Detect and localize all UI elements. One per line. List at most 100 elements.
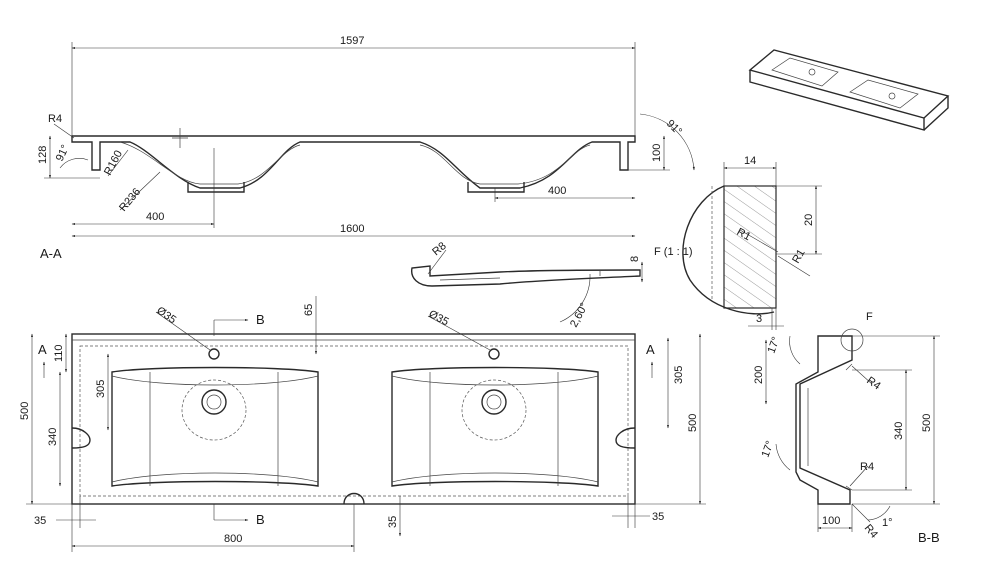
section-b-top-label: B — [256, 312, 265, 327]
label-section-aa: A-A — [40, 246, 62, 261]
section-a-right-label: A — [646, 342, 655, 357]
dim-r4-a: R4 — [864, 375, 882, 393]
dim-35-left: 35 — [34, 515, 46, 527]
dim-r8: R8 — [430, 240, 448, 258]
dim-340: 340 — [47, 428, 59, 446]
section-bb-inner — [807, 363, 853, 491]
iso-side-face — [923, 96, 949, 131]
section-aa-centerline — [172, 128, 188, 148]
dim-r4-top: R4 — [48, 113, 62, 125]
dim-305-left: 305 — [95, 380, 107, 398]
isometric-view — [748, 49, 950, 131]
detail-f-circle — [840, 328, 864, 352]
plan-inner-dashed — [79, 345, 629, 497]
dim-500-left: 500 — [19, 402, 31, 420]
dim-8: 8 — [629, 256, 641, 262]
section-b-bottom-label: B — [256, 512, 265, 527]
drain-left-plan-inner — [206, 394, 222, 410]
dim-17-top: 17° — [766, 335, 783, 355]
dim-65: 65 — [303, 304, 315, 316]
dim-35-right: 35 — [652, 511, 664, 523]
label-detail-f: F (1 : 1) — [654, 246, 693, 258]
dim-r1-outer: R1 — [790, 247, 807, 265]
dim-400-left: 400 — [146, 211, 164, 223]
detail-f-view: 14 20 R1 R1 3 F (1 : 1) — [654, 155, 822, 330]
notch-left — [71, 427, 91, 449]
dim-305-right: 305 — [673, 366, 685, 384]
leader-r1-outer — [777, 255, 811, 277]
iso-drain-left — [808, 68, 816, 76]
leader-r1-inner — [739, 229, 779, 253]
leader-hole-right — [427, 315, 491, 351]
dim-r4-c: R4 — [862, 522, 880, 540]
dim-100-bb: 100 — [822, 515, 840, 527]
drain-left-plan — [201, 389, 227, 415]
detail-f-marker: F — [866, 311, 873, 323]
basin-right-bowl — [461, 379, 527, 441]
leader-r4-a — [851, 365, 873, 385]
arc-17-top — [789, 335, 801, 365]
section-bb-profile — [795, 335, 853, 505]
plan-view: Ø35 Ø35 B B A A 65 110 305 305 500 — [19, 296, 706, 552]
tap-hole-left — [208, 348, 220, 360]
drain-right — [467, 182, 525, 193]
basin-left-bowl — [181, 379, 247, 441]
dim-r236: R236 — [117, 186, 143, 214]
section-bb-view: F 200 340 500 100 17° 17° 1° R4 R4 R4 B — [753, 311, 940, 545]
basin-left-inner — [111, 372, 319, 486]
section-aa-inner — [119, 141, 591, 185]
leader-hole-left — [155, 311, 211, 351]
dim-128: 128 — [37, 146, 49, 164]
basin-right — [391, 366, 599, 487]
dim-17-bottom: 17° — [760, 439, 777, 459]
dim-35-front: 35 — [387, 516, 399, 528]
profile-inner — [439, 270, 601, 281]
dim-hole-left: Ø35 — [154, 305, 178, 327]
dim-3: 3 — [756, 313, 762, 325]
drain-left — [187, 182, 245, 193]
dim-14: 14 — [744, 155, 756, 167]
plan-outline — [71, 333, 636, 505]
dim-r1-inner: R1 — [735, 226, 753, 243]
drain-right-plan-inner — [486, 394, 502, 410]
leader-r4-top — [53, 123, 75, 139]
iso-basin-left — [771, 57, 839, 87]
dim-hole-right: Ø35 — [427, 308, 451, 328]
label-section-bb: B-B — [918, 530, 940, 545]
section-aa-profile — [71, 135, 636, 189]
dim-91-left: 91° — [54, 143, 72, 163]
dim-20: 20 — [803, 214, 815, 226]
leader-r8 — [427, 249, 447, 275]
leader-r4-b — [849, 465, 869, 487]
dim-1-front: 1° — [882, 517, 893, 529]
dim-1600: 1600 — [340, 223, 364, 235]
dim-r4-b: R4 — [860, 461, 874, 473]
dim-110: 110 — [53, 344, 65, 362]
detail-f-hatched-section — [723, 185, 777, 309]
section-aa-view: 1597 1600 400 400 128 100 R4 91° 91° R16… — [37, 35, 695, 261]
dim-100: 100 — [651, 144, 663, 162]
dim-500-right: 500 — [687, 414, 699, 432]
iso-top-face — [748, 49, 950, 119]
basin-right-inner — [391, 372, 599, 486]
arc-1-front — [867, 505, 891, 521]
detail-f-arc — [682, 185, 775, 315]
arc-17-bottom — [775, 443, 791, 471]
dim-r160: R160 — [102, 149, 125, 178]
notch-front — [343, 492, 365, 505]
iso-drain-right — [888, 92, 896, 100]
dim-200: 200 — [753, 366, 765, 384]
dim-800: 800 — [224, 533, 242, 545]
dim-340-bb: 340 — [893, 422, 905, 440]
leader-r4-c — [851, 503, 871, 523]
tap-hole-right — [488, 348, 500, 360]
section-a-left-label: A — [38, 342, 47, 357]
dim-91-right: 91° — [664, 118, 684, 138]
arc-260 — [559, 273, 591, 323]
notch-right — [615, 427, 636, 449]
leader-r236 — [119, 171, 161, 211]
profile-outline — [411, 265, 641, 287]
dim-1597: 1597 — [340, 35, 364, 47]
arc-91-left — [59, 158, 89, 169]
